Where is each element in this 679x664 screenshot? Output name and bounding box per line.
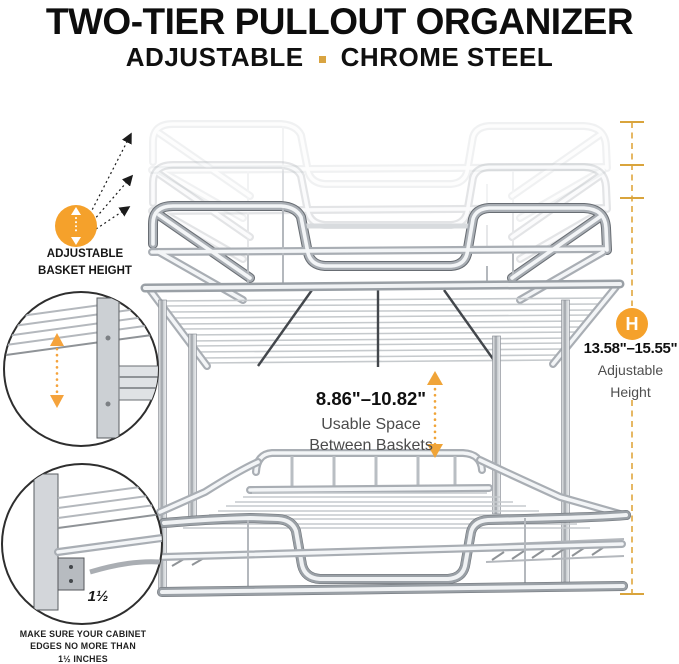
adjust-height-badge-icon: [55, 205, 97, 247]
subtitle: ADJUSTABLE CHROME STEEL: [0, 42, 679, 73]
basket-height-label: ADJUSTABLE BASKET HEIGHT: [15, 246, 155, 280]
height-badge: H: [616, 308, 648, 340]
top-basket-floor: [140, 279, 625, 370]
usable-space-arrow-icon: [427, 371, 443, 458]
dot-separator-icon: [318, 56, 326, 63]
basket-height-line1: ADJUSTABLE: [46, 248, 124, 260]
basket-height-line2: BASKET HEIGHT: [38, 265, 132, 277]
cabinet-note: MAKE SURE YOUR CABINET EDGES NO MORE THA…: [13, 628, 153, 664]
ghost-basket-positions: [152, 124, 607, 259]
cabinet-note-line3: 1½ INCHES: [58, 653, 108, 664]
subtitle-left: ADJUSTABLE: [125, 42, 304, 72]
rail-detail-inset-top: [3, 291, 159, 447]
usable-space-line2: Between Baskets: [309, 436, 433, 454]
overall-height-line1: Adjustable: [597, 362, 664, 378]
cabinet-note-line1: MAKE SURE YOUR CABINET: [19, 629, 147, 639]
usable-space-value: 8.86"–10.82": [315, 388, 427, 409]
overall-height-label: 13.58"–15.55" Adjustable Height: [582, 340, 679, 403]
overall-height-line2: Height: [610, 383, 651, 400]
usable-space-line1: Usable Space: [321, 416, 421, 433]
rail-adjust-arrow-icon: [50, 333, 64, 408]
rail-clearance-value: 1½: [87, 588, 109, 605]
subtitle-right: CHROME STEEL: [340, 42, 554, 72]
top-basket: [140, 201, 625, 370]
basket-height-callout: [55, 132, 134, 247]
bottom-basket: [156, 449, 631, 597]
overall-height-value: 13.58"–15.55": [583, 340, 678, 357]
cabinet-note-line2: EDGES NO MORE THAN: [30, 641, 136, 652]
usable-space-label: 8.86"–10.82" Usable Space Between Basket…: [296, 388, 446, 456]
rail-detail-inset-bottom: [1, 463, 163, 625]
overall-height-measure: [620, 121, 644, 595]
page-title: TWO-TIER PULLOUT ORGANIZER: [45, 1, 634, 42]
